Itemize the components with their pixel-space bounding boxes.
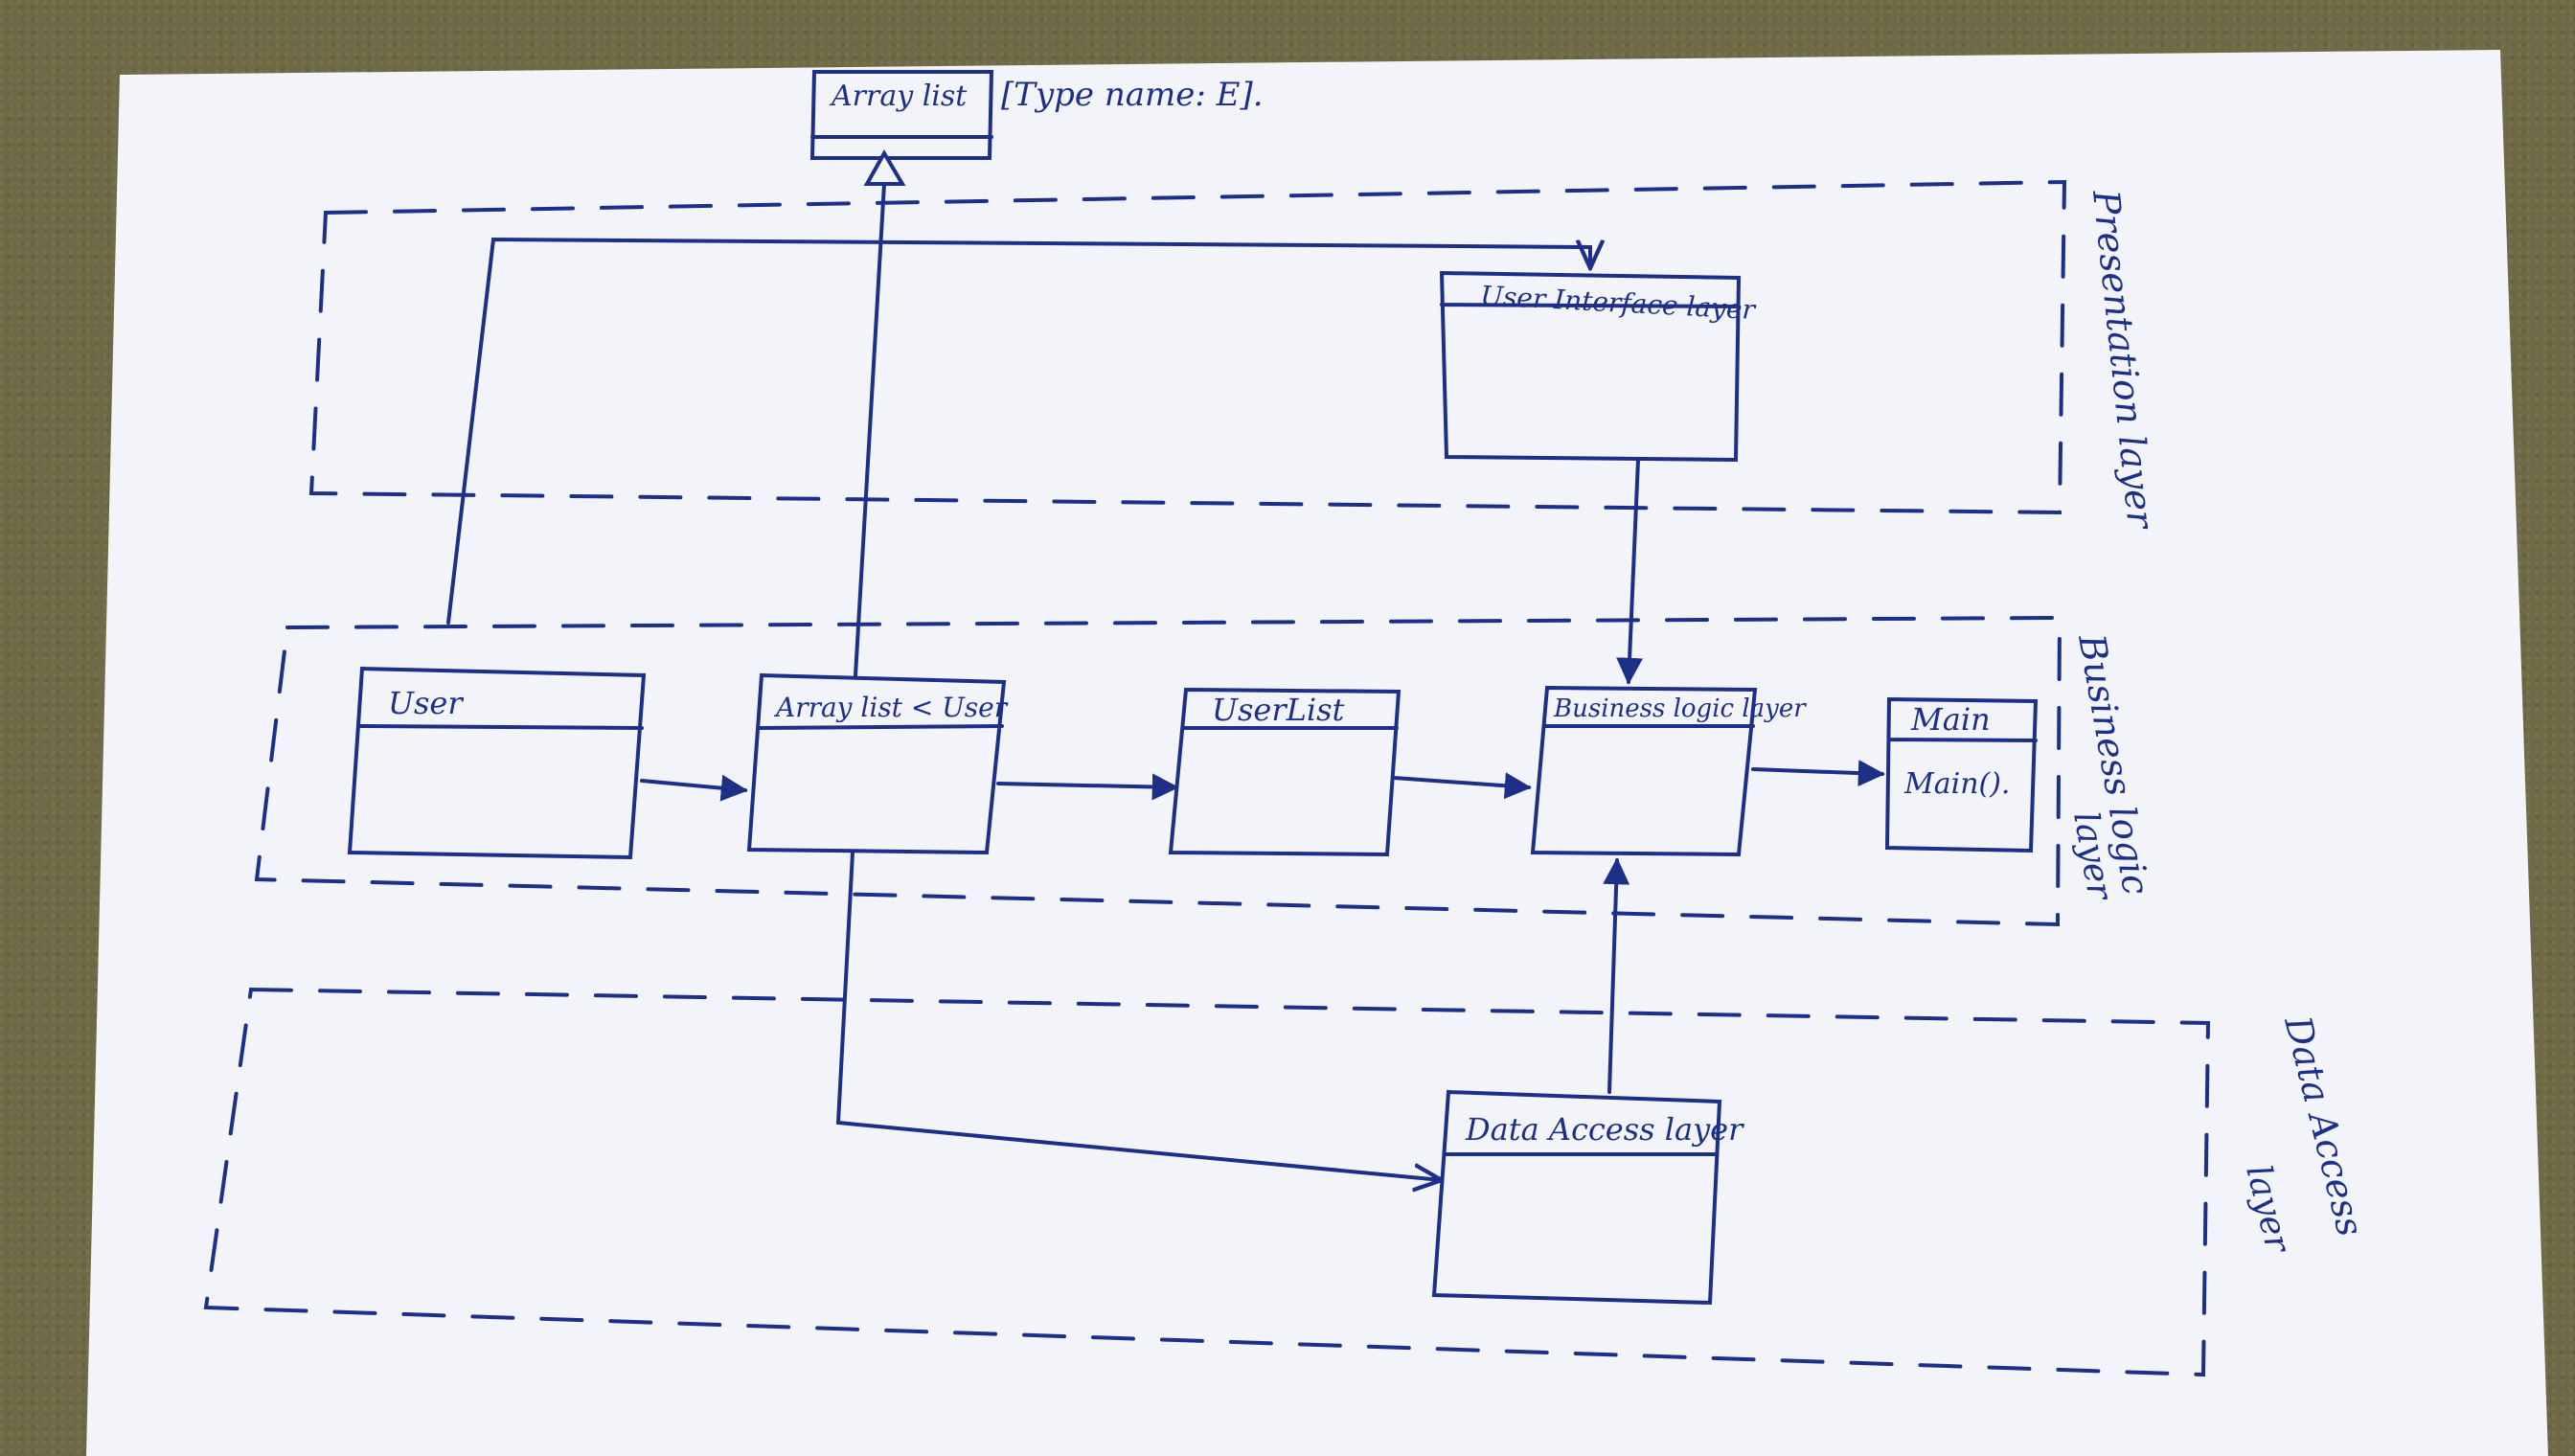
userlist-to-business-arrow — [1392, 772, 1532, 800]
paper-sheet — [86, 50, 2548, 1456]
userlist-class-name: UserList — [1212, 692, 1345, 728]
arraylist-user-class-name: Array list < User — [773, 692, 1009, 723]
user-class-name: User — [388, 685, 464, 721]
inheritance-line — [854, 182, 886, 677]
data-access-class-box — [1431, 1089, 1722, 1306]
arraylist-generic-class-name: Array list — [829, 80, 968, 113]
arraylist-user-class-box — [746, 672, 1007, 855]
business-class-name: Business logic layer — [1553, 694, 1807, 723]
presentation-layer-boundary — [308, 179, 2067, 515]
business-to-main-arrow — [1751, 760, 1885, 787]
main-class-box — [1884, 696, 2039, 853]
user-to-ui-connector — [446, 237, 1590, 625]
user-to-arraylist-arrow — [640, 774, 748, 802]
main-class-name: Main — [1910, 701, 1991, 738]
data-access-class-name: Data Access layer — [1465, 1111, 1744, 1148]
user-class-box — [347, 666, 647, 860]
inheritance-arrowhead — [863, 149, 906, 186]
ui-to-business-arrow — [1616, 458, 1644, 685]
arraylist-to-userlist-arrow — [996, 773, 1179, 801]
data-access-layer-boundary — [203, 987, 2211, 1377]
user-interface-class-box — [1439, 270, 1742, 463]
main-method-label: Main(). — [1903, 767, 2010, 801]
business-layer-boundary — [254, 615, 2062, 927]
arraylist-to-data-access-connector — [835, 851, 1442, 1180]
arraylist-generic-class-box — [809, 70, 994, 160]
type-parameter-label: [Type name: E]. — [1001, 76, 1264, 114]
business-logic-class-box — [1530, 685, 1758, 857]
data-access-to-business-arrow — [1603, 857, 1630, 1094]
